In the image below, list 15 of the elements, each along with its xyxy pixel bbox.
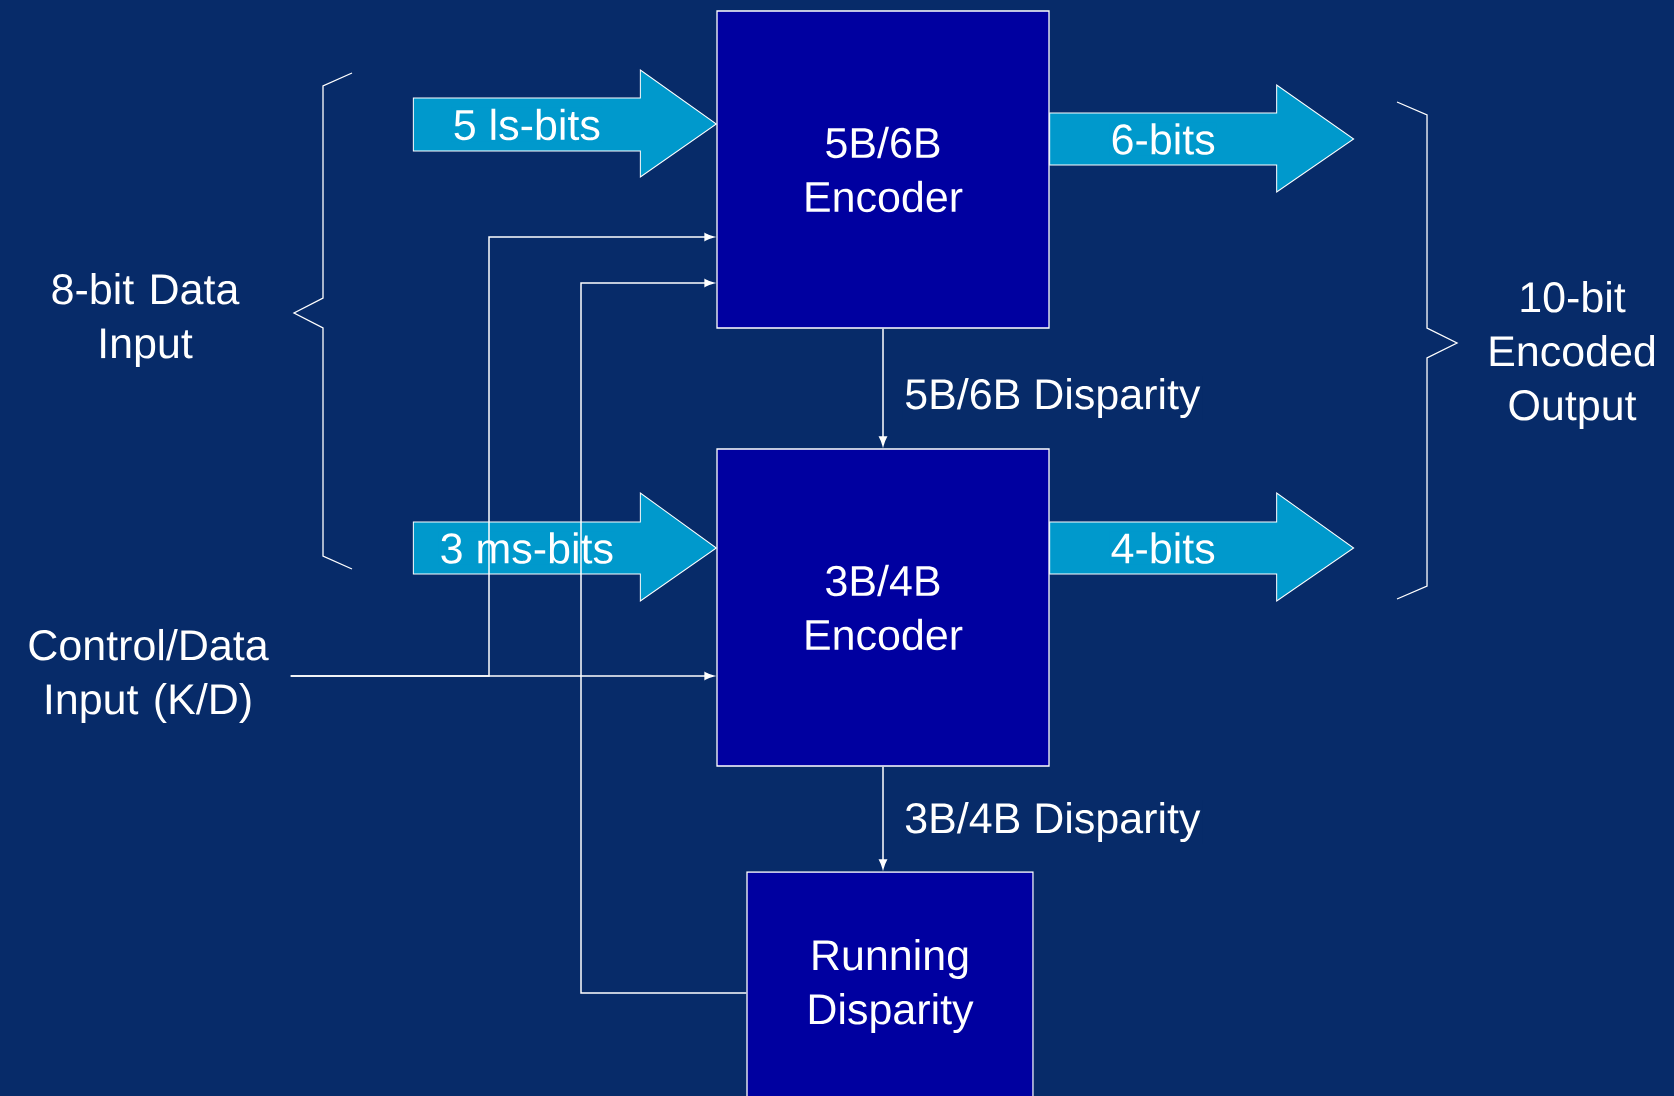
- arrow: [879, 765, 887, 869]
- side-label: 10-bit Encoded Output: [1490, 280, 1655, 430]
- input-label: Control/Data Input (K/D): [29, 628, 269, 724]
- encoder-box: 5B/6B Encoder: [716, 10, 1050, 329]
- encoder-box: Running Disparity: [746, 871, 1034, 1096]
- arrow: [580, 279, 748, 994]
- arrow: [879, 327, 887, 446]
- arrow: [289, 233, 714, 677]
- encoder-box: 3B/4B Encoder: [716, 448, 1050, 767]
- arrow-label: 5 ls-bits: [451, 107, 602, 142]
- arrow-label: 6-bits: [1109, 122, 1217, 156]
- edge-label: 5B/6B Disparity: [902, 375, 1203, 421]
- side-label: 8-bit Data Input: [52, 272, 240, 368]
- arrow-label: 4-bits: [1109, 531, 1217, 565]
- edge-label: 3B/4B Disparity: [902, 799, 1203, 845]
